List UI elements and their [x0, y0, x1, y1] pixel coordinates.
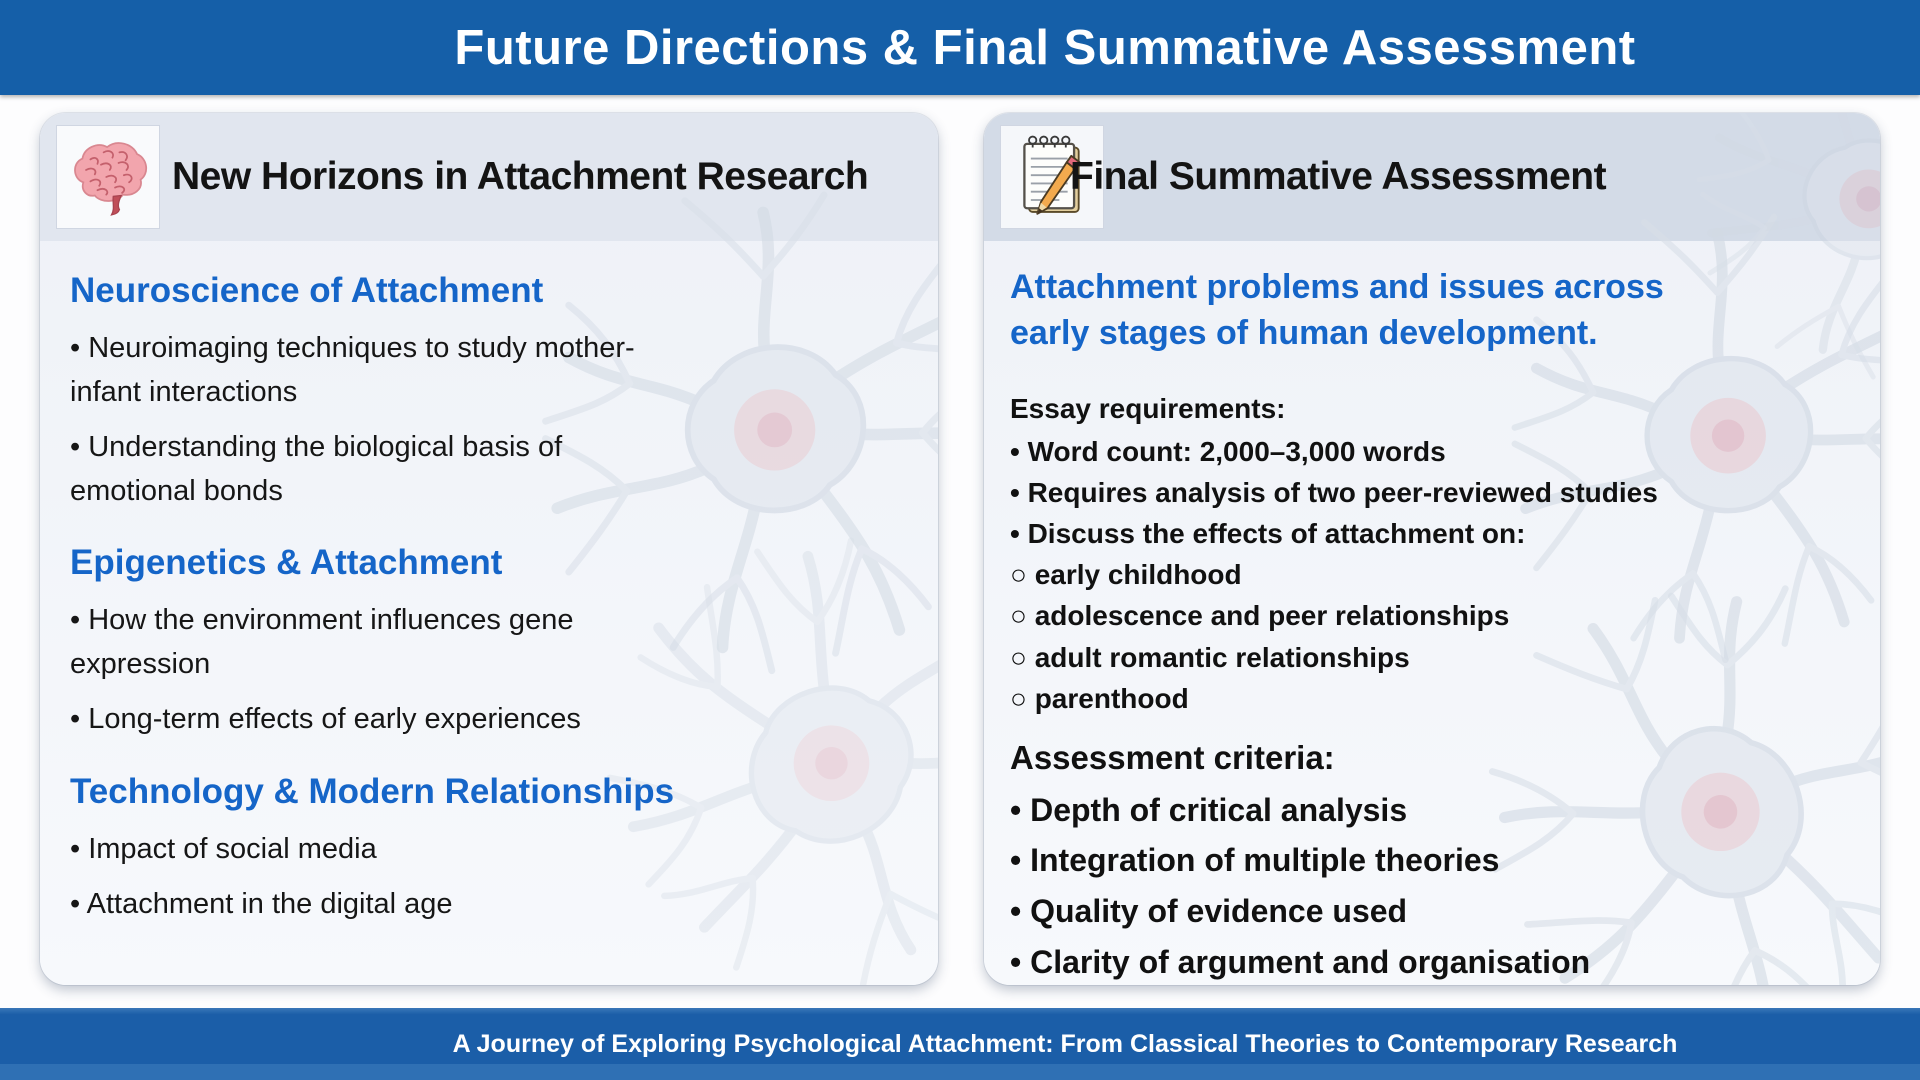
sub-bullet-item: ○ parenthood: [1010, 682, 1189, 714]
criteria-bullet-item: • Depth of critical analysis: [1010, 791, 1408, 828]
left-panel-title: New Horizons in Attachment Research: [172, 155, 869, 198]
essay-requirements-heading: Essay requirements:: [1010, 392, 1286, 424]
bullet-item: • Attachment in the digital age: [70, 888, 453, 920]
right-panel-title: Final Summative Assessment: [1070, 155, 1607, 198]
criteria-bullet-item: • Clarity of argument and organisation: [1010, 943, 1591, 980]
right-panel: Final Summative Assessment Attachment pr…: [984, 113, 1880, 985]
assessment-topic-statement: Attachment problems and issues across ea…: [1010, 268, 1664, 352]
criteria-bullet-item: • Quality of evidence used: [1010, 892, 1408, 929]
right-panel-header: Final Summative Assessment: [984, 113, 1880, 241]
bullet-item: • Discuss the effects of attachment on:: [1010, 518, 1526, 550]
bullet-item: • Requires analysis of two peer-reviewed…: [1010, 476, 1658, 508]
left-panel-body: Neuroscience of Attachment • Neuroimagin…: [40, 241, 938, 927]
slide-title: Future Directions & Final Summative Asse…: [454, 20, 1636, 75]
right-panel-background: [984, 113, 1880, 985]
assessment-criteria-heading: Assessment criteria:: [1010, 738, 1335, 776]
notepad-pencil-icon: [1000, 125, 1104, 229]
sub-bullet-item: ○ adolescence and peer relationships: [1010, 600, 1510, 632]
footer-bar: A Journey of Exploring Psychological Att…: [0, 1008, 1920, 1080]
criteria-bullet-item: • Integration of multiple theories: [1010, 842, 1500, 879]
bullet-item: • Word count: 2,000–3,000 words: [1010, 435, 1446, 467]
right-panel-content: Final Summative Assessment Attachment pr…: [984, 113, 1880, 987]
bullet-item: • Impact of social media: [70, 832, 377, 865]
left-panel-content: New Horizons in Attachment Research Neur…: [40, 113, 938, 927]
footer-text: A Journey of Exploring Psychological Att…: [452, 1029, 1678, 1058]
section-heading-epigenetics: Epigenetics & Attachment: [70, 543, 503, 582]
left-panel-header: New Horizons in Attachment Research: [40, 113, 938, 241]
left-panel-header-band: [40, 113, 938, 241]
left-panel-background: [40, 113, 938, 985]
sub-bullet-item: ○ early childhood: [1010, 559, 1242, 591]
bullet-item: • Long-term effects of early experiences: [70, 703, 581, 735]
bullet-item: • Understanding the biological basis of …: [70, 431, 563, 507]
right-panel-body: Attachment problems and issues across ea…: [984, 241, 1880, 987]
title-bar: Future Directions & Final Summative Asse…: [0, 0, 1920, 95]
section-heading-neuroscience: Neuroscience of Attachment: [70, 271, 544, 310]
brain-icon: [56, 125, 160, 229]
bullet-item: • Neuroimaging techniques to study mothe…: [70, 332, 635, 408]
bullet-item: • How the environment influences gene ex…: [70, 604, 574, 680]
section-heading-technology: Technology & Modern Relationships: [70, 771, 675, 811]
sub-bullet-item: ○ adult romantic relationships: [1010, 641, 1410, 673]
left-panel: New Horizons in Attachment Research Neur…: [40, 113, 938, 985]
